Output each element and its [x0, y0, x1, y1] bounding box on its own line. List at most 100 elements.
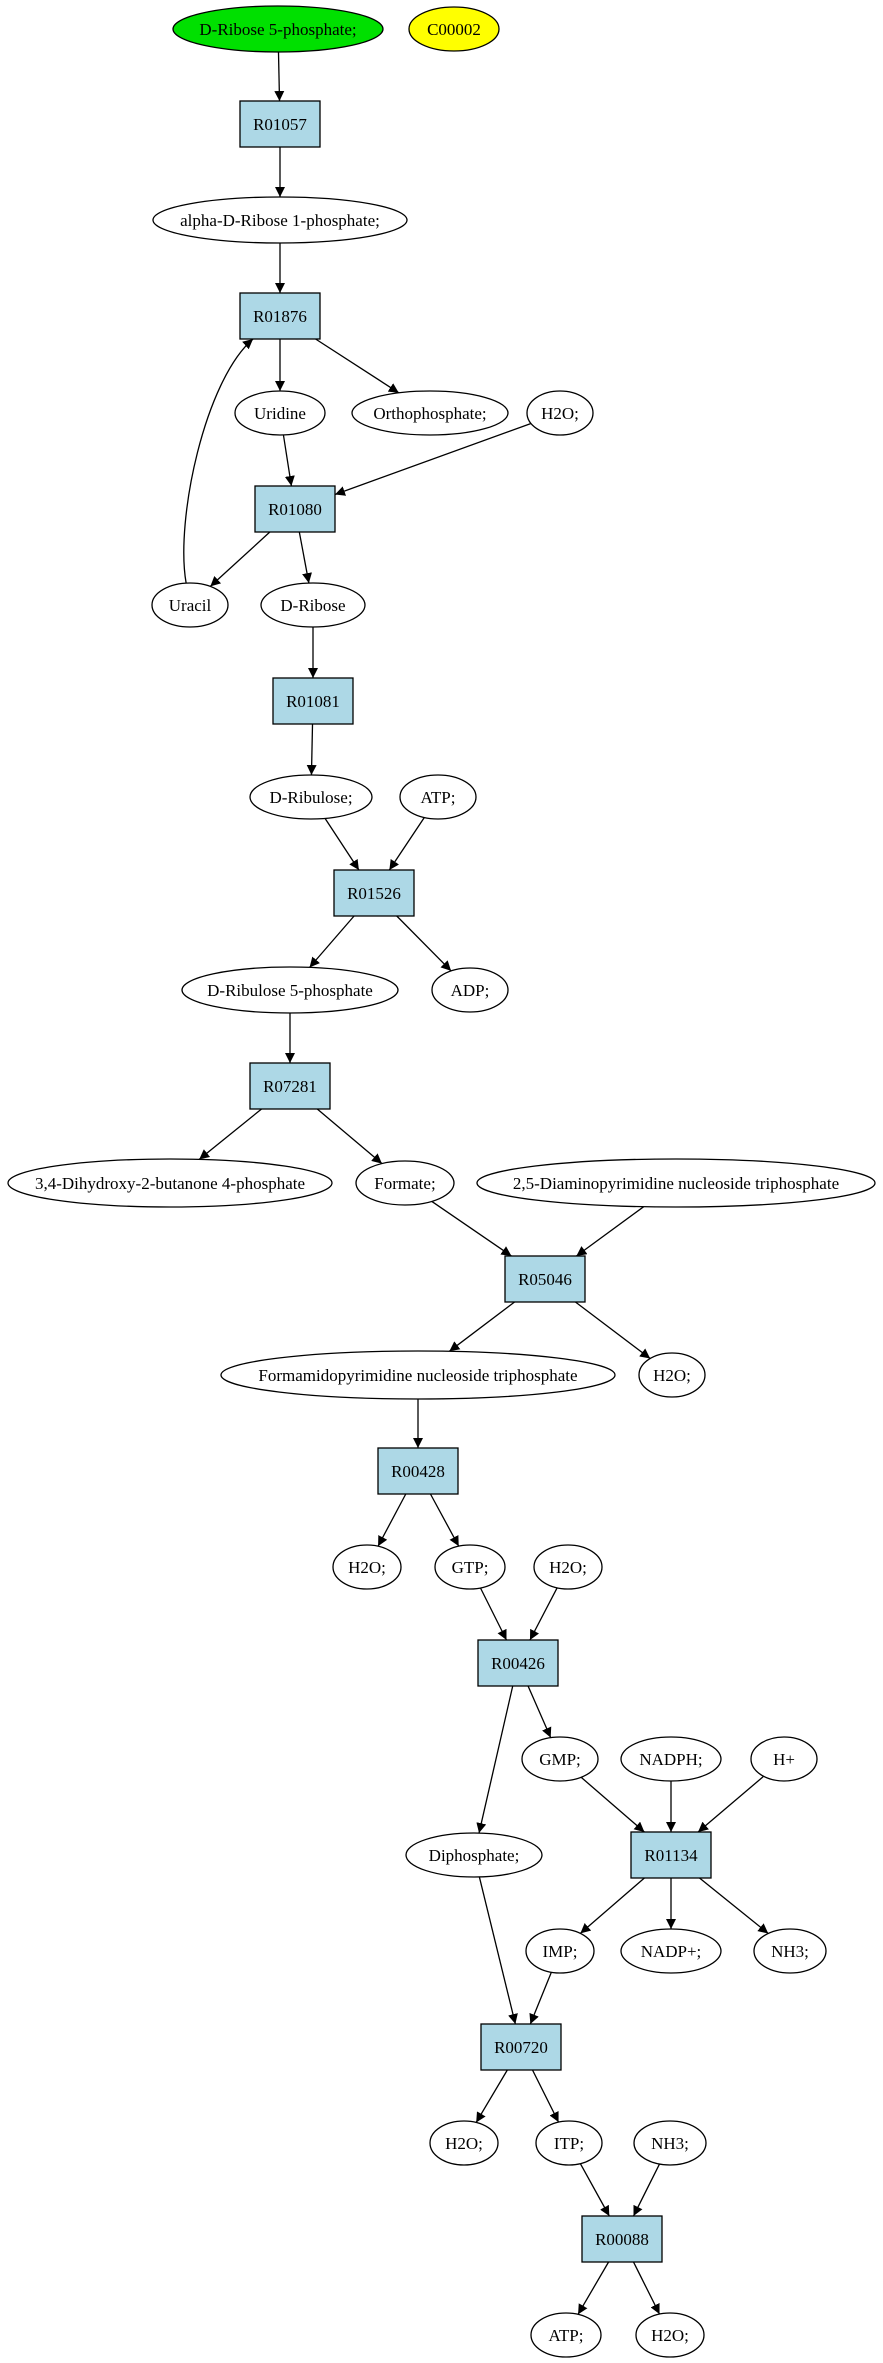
compound-ellipse	[234, 390, 326, 436]
reaction-node-r00426[interactable]: R00426	[477, 1639, 559, 1687]
reaction-node-r01876[interactable]: R01876	[239, 292, 321, 340]
compound-node-d-ribulose5p[interactable]: D-Ribulose 5-phosphate	[181, 966, 399, 1014]
compound-node-gtp[interactable]: GTP;	[434, 1544, 506, 1590]
compound-ellipse	[332, 1544, 402, 1590]
reaction-box	[630, 1831, 712, 1879]
node-label: Uridine	[254, 404, 306, 423]
node-label: Diphosphate;	[429, 1846, 520, 1865]
compound-ellipse	[429, 2120, 499, 2166]
reaction-node-r00088[interactable]: R00088	[581, 2215, 663, 2263]
compound-node-imp[interactable]: IMP;	[525, 1928, 595, 1974]
compound-ellipse	[351, 390, 509, 436]
reaction-box	[254, 485, 336, 533]
compound-ellipse	[753, 1928, 827, 1974]
node-label: IMP;	[543, 1942, 578, 1961]
compound-node-d-ribulose[interactable]: D-Ribulose;	[249, 774, 373, 820]
reaction-node-r05046[interactable]: R05046	[504, 1255, 586, 1303]
compound-node-uracil[interactable]: Uracil	[151, 582, 229, 628]
edge-arrow	[298, 531, 312, 584]
reaction-box	[504, 1255, 586, 1303]
edge-arrow	[632, 2163, 661, 2217]
node-label: NH3;	[771, 1942, 809, 1961]
compound-ellipse	[7, 1158, 333, 1208]
edge-arrow	[429, 1493, 460, 1547]
compound-node-diphosphate[interactable]: Diphosphate;	[405, 1832, 543, 1878]
edge-arrow	[334, 422, 532, 496]
node-label: H2O;	[541, 404, 579, 423]
reaction-node-r07281[interactable]: R07281	[249, 1062, 331, 1110]
compound-node-alpha-ribose1p[interactable]: alpha-D-Ribose 1-phosphate;	[152, 196, 408, 244]
node-label: NH3;	[651, 2134, 689, 2153]
compound-node-nh3-a[interactable]: NH3;	[753, 1928, 827, 1974]
edges-layer	[183, 51, 769, 2315]
compound-ellipse	[620, 1928, 722, 1974]
reaction-node-r00720[interactable]: R00720	[480, 2023, 562, 2071]
compound-node-formate[interactable]: Formate;	[355, 1160, 455, 1206]
compound-node-dhbp[interactable]: 3,4-Dihydroxy-2-butanone 4-phosphate	[7, 1158, 333, 1208]
compound-node-orthophosphate[interactable]: Orthophosphate;	[351, 390, 509, 436]
compound-node-diaminopyr[interactable]: 2,5-Diaminopyrimidine nucleoside triphos…	[476, 1158, 876, 1208]
compound-node-nadpplus[interactable]: NADP+;	[620, 1928, 722, 1974]
reaction-box	[377, 1447, 459, 1495]
edge-arrow	[577, 2261, 610, 2315]
reaction-node-r01526[interactable]: R01526	[333, 869, 415, 917]
compound-ellipse	[750, 1736, 818, 1782]
compound-ellipse	[152, 196, 408, 244]
compound-ellipse	[431, 967, 509, 1013]
edge-arrow	[324, 818, 360, 871]
edge-arrow	[529, 1587, 558, 1641]
compound-node-formamidopyr[interactable]: Formamidopyrimidine nucleoside triphosph…	[220, 1350, 616, 1400]
compound-node-atp-b[interactable]: ATP;	[530, 2312, 602, 2358]
compound-node-h2o-d[interactable]: H2O;	[533, 1544, 603, 1590]
compound-ellipse	[521, 1736, 599, 1782]
edge-arrow	[529, 1972, 552, 2025]
reaction-box	[333, 869, 415, 917]
reaction-node-r01057[interactable]: R01057	[239, 100, 321, 148]
compound-ellipse	[408, 6, 500, 52]
node-label: ITP;	[554, 2134, 584, 2153]
reaction-box	[272, 677, 354, 725]
edge-arrow	[478, 1876, 518, 2025]
compound-node-uridine[interactable]: Uridine	[234, 390, 326, 436]
reaction-node-r01080[interactable]: R01080	[254, 485, 336, 533]
compound-ellipse	[181, 966, 399, 1014]
compound-node-d-ribose5p[interactable]: D-Ribose 5-phosphate;	[172, 5, 384, 53]
compound-node-atp-a[interactable]: ATP;	[399, 774, 477, 820]
compound-node-adp[interactable]: ADP;	[431, 967, 509, 1013]
compound-node-itp[interactable]: ITP;	[535, 2120, 603, 2166]
node-label: Formamidopyrimidine nucleoside triphosph…	[258, 1366, 577, 1385]
edge-arrow	[448, 1301, 515, 1352]
node-label: 2,5-Diaminopyrimidine nucleoside triphos…	[513, 1174, 839, 1193]
node-label: GMP;	[539, 1750, 581, 1769]
compound-node-h2o-e[interactable]: H2O;	[429, 2120, 499, 2166]
compound-ellipse	[151, 582, 229, 628]
compound-node-h2o-a[interactable]: H2O;	[526, 390, 594, 436]
reaction-node-r01134[interactable]: R01134	[630, 1831, 712, 1879]
compound-node-c00002[interactable]: C00002	[408, 6, 500, 52]
reaction-node-r01081[interactable]: R01081	[272, 677, 354, 725]
compound-node-hplus[interactable]: H+	[750, 1736, 818, 1782]
compound-ellipse	[635, 2312, 705, 2358]
compound-node-h2o-c[interactable]: H2O;	[332, 1544, 402, 1590]
node-label: 3,4-Dihydroxy-2-butanone 4-phosphate	[35, 1174, 305, 1193]
compound-node-nadph[interactable]: NADPH;	[620, 1736, 722, 1782]
reaction-node-r00428[interactable]: R00428	[377, 1447, 459, 1495]
node-label: D-Ribulose 5-phosphate	[207, 981, 373, 1000]
compound-ellipse	[476, 1158, 876, 1208]
compound-node-d-ribose[interactable]: D-Ribose	[260, 582, 366, 628]
node-label: R01526	[347, 884, 401, 903]
node-label: NADPH;	[639, 1750, 702, 1769]
edge-arrow	[377, 1493, 407, 1547]
reaction-box	[477, 1639, 559, 1687]
compound-ellipse	[249, 774, 373, 820]
compound-node-nh3-b[interactable]: NH3;	[633, 2120, 707, 2166]
reaction-box	[581, 2215, 663, 2263]
compound-node-gmp[interactable]: GMP;	[521, 1736, 599, 1782]
compound-node-h2o-b[interactable]: H2O;	[638, 1352, 706, 1398]
node-label: R01134	[644, 1846, 698, 1865]
edge-arrow	[576, 1206, 645, 1257]
node-label: GTP;	[452, 1558, 489, 1577]
compound-node-h2o-f[interactable]: H2O;	[635, 2312, 705, 2358]
